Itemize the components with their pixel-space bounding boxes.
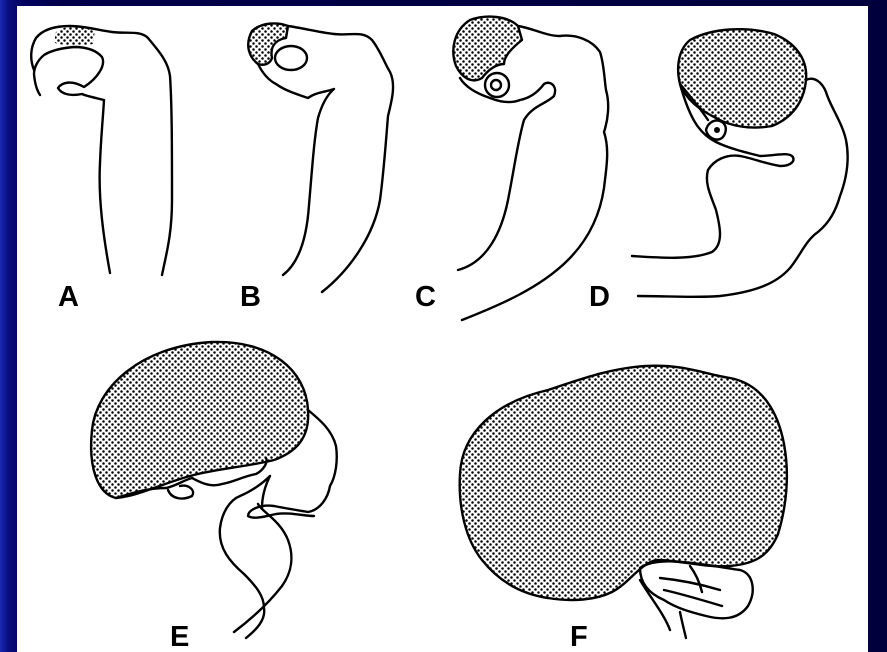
- panel-b-optic-vesicle: [275, 46, 307, 70]
- panel-a-label: A: [58, 281, 79, 313]
- panel-c-optic-cup-inner: [491, 80, 501, 90]
- panel-a-forebrain-shading: [55, 27, 95, 46]
- panel-d-eye-dot: [714, 127, 720, 133]
- panel-f-cerebrum: [460, 366, 787, 600]
- panel-b-label: B: [240, 281, 261, 313]
- panel-b: B: [240, 23, 393, 313]
- panel-c: C: [415, 17, 608, 320]
- panel-a-outline: [31, 26, 172, 275]
- panel-f-cerebellum: [640, 561, 753, 618]
- panel-b-forebrain: [248, 23, 288, 64]
- panel-f: F: [460, 366, 787, 652]
- panel-c-forebrain: [453, 17, 522, 81]
- panel-d-label: D: [589, 281, 610, 313]
- panel-e-cerebral-hemisphere: [91, 342, 308, 498]
- panel-c-optic-cup-outer: [485, 73, 509, 97]
- panel-d: D: [589, 29, 848, 313]
- panel-f-cerebellum-folia: [660, 566, 722, 606]
- panel-e-label: E: [170, 621, 189, 652]
- panel-d-cerebral-vesicle: [678, 29, 806, 127]
- panel-a: A: [31, 26, 172, 313]
- panel-f-label: F: [570, 621, 588, 652]
- panel-e: E: [91, 342, 337, 652]
- panel-c-label: C: [415, 281, 436, 313]
